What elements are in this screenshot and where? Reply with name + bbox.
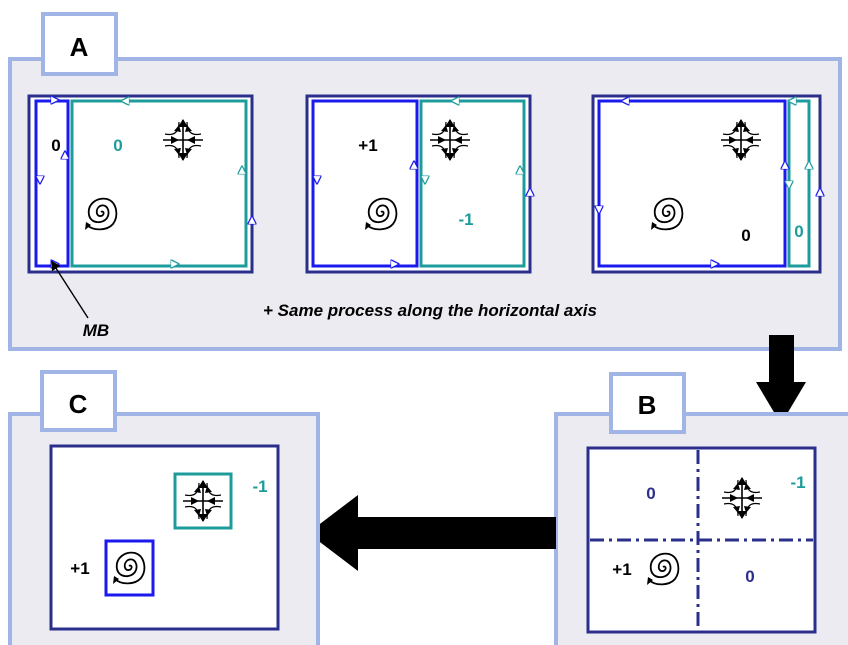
panel-a-step1: 0 0 bbox=[27, 94, 254, 274]
panel-c: C -1 +1 bbox=[8, 370, 320, 645]
panel-a-step2: +1 -1 bbox=[305, 94, 530, 274]
domain-box bbox=[27, 94, 254, 274]
focus-subdomain-value: +1 bbox=[70, 559, 89, 578]
domain-box bbox=[49, 444, 280, 631]
panel-a-note: + Same process along the horizontal axis bbox=[263, 301, 597, 320]
arrow-left-icon bbox=[308, 495, 556, 571]
quadrant-bottom-left-value: +1 bbox=[612, 560, 631, 579]
thin-subdomain-value: 0 bbox=[51, 136, 60, 155]
thin-subdomain-value: 0 bbox=[794, 222, 803, 241]
panel-a-step3: 0 0 bbox=[591, 94, 822, 274]
panel-c-tag: C bbox=[69, 389, 88, 419]
domain-box bbox=[591, 94, 822, 274]
mb-callout: MB bbox=[83, 321, 109, 340]
quadrant-top-right-value: -1 bbox=[790, 473, 805, 492]
large-subdomain-value: 0 bbox=[113, 136, 122, 155]
focus-subdomain bbox=[104, 539, 155, 597]
large-subdomain-value: 0 bbox=[741, 226, 750, 245]
arrow-down-icon bbox=[756, 335, 806, 424]
right-subdomain-value: -1 bbox=[458, 210, 473, 229]
panel-b: B 0 -1 +1 0 bbox=[554, 372, 848, 645]
panel-a-tab bbox=[41, 12, 118, 76]
panel-a: A 0 0 MB bbox=[8, 12, 842, 351]
large-subdomain bbox=[70, 99, 248, 268]
quadrant-top-left-value: 0 bbox=[646, 484, 655, 503]
mb-callout-line bbox=[50, 260, 89, 319]
quadrant-bottom-right-value: 0 bbox=[745, 567, 754, 586]
saddle-subdomain-value: -1 bbox=[252, 477, 267, 496]
panel-b-tag: B bbox=[638, 390, 657, 420]
left-subdomain-value: +1 bbox=[358, 136, 377, 155]
panel-c-tab bbox=[40, 370, 117, 432]
panel-b-tab bbox=[609, 372, 686, 434]
panel-a-tag: A bbox=[70, 32, 89, 62]
